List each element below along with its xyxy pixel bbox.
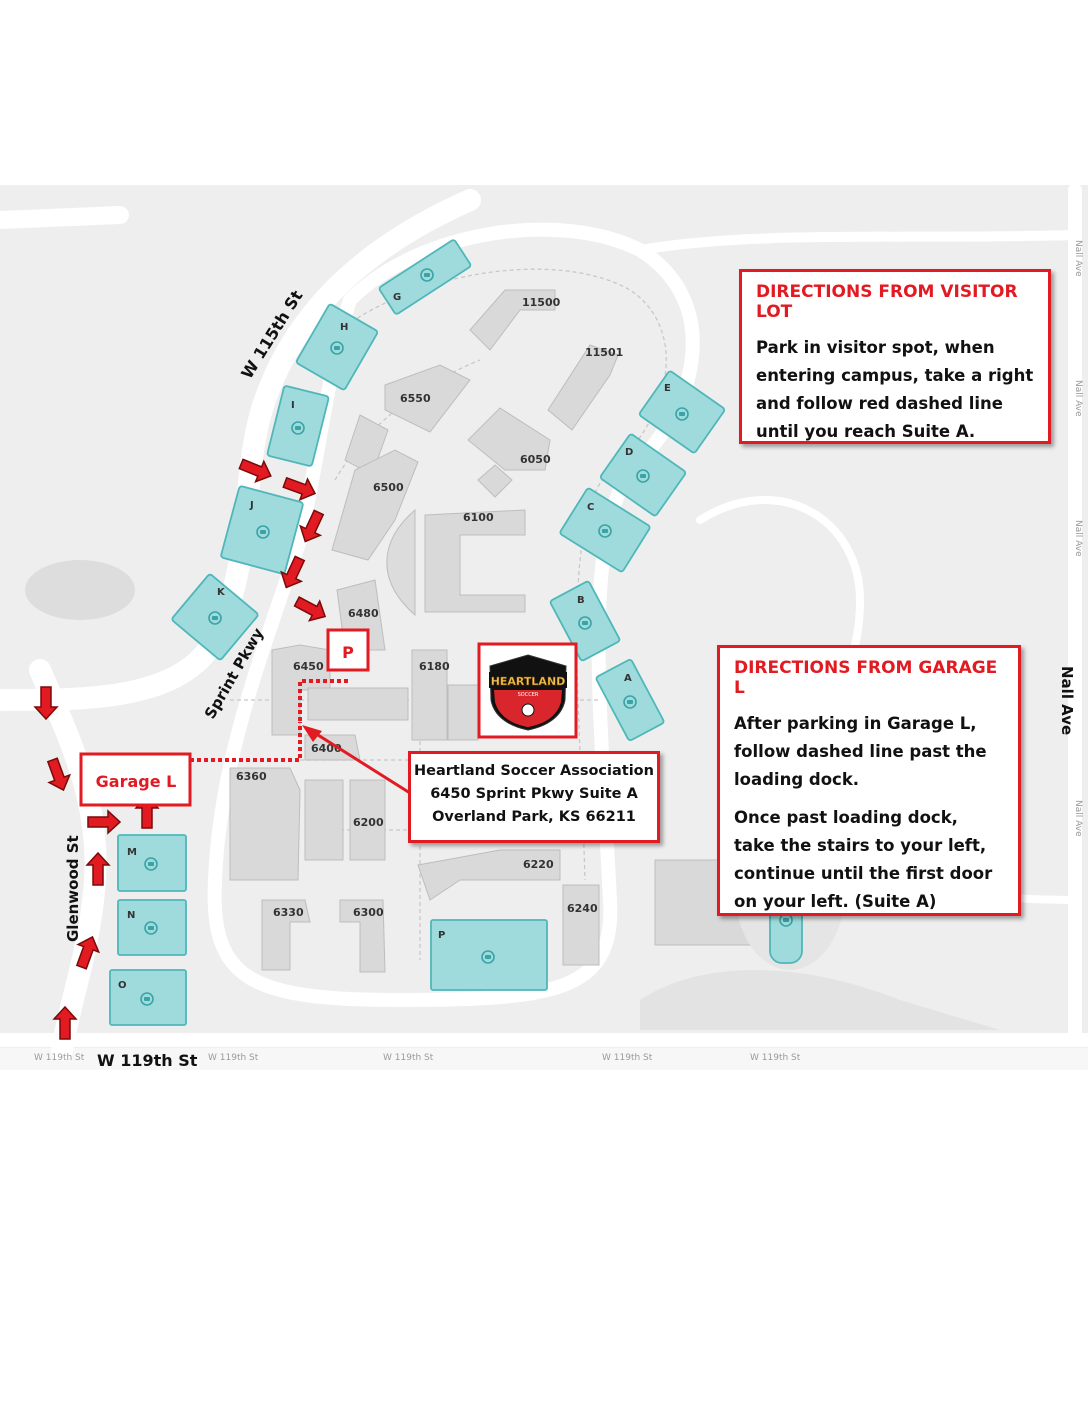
road-label-w119th: W 119th St [97, 1051, 198, 1070]
lot-label-j: J [249, 500, 254, 511]
garage-directions-title: DIRECTIONS FROM GARAGE L [734, 658, 998, 698]
small-road-label-w119-5: W 119th St [750, 1053, 801, 1063]
building-6200 [349, 779, 386, 861]
lot-label-o: O [118, 980, 127, 991]
building-6300 [339, 899, 386, 973]
garage-directions-box: DIRECTIONS FROM GARAGE L After parking i… [717, 645, 1021, 916]
lot-label-e: E [664, 383, 671, 394]
logo-text: HEARTLAND [491, 675, 566, 688]
building-label-6330: 6330 [273, 906, 304, 919]
building-label-6220: 6220 [523, 858, 554, 871]
visitor-parking-label: P [342, 643, 354, 662]
building-6100 [424, 509, 526, 613]
small-road-label-w119-4: W 119th St [602, 1053, 653, 1063]
address-line-2: 6450 Sprint Pkwy Suite A [430, 786, 638, 802]
small-road-label-w119-1: W 119th St [34, 1053, 85, 1063]
lot-label-m: M [127, 847, 137, 858]
small-road-label-nall-3: Nall Ave [1073, 520, 1083, 557]
road-label-glenwood: Glenwood St [64, 835, 82, 942]
building-label-6360: 6360 [236, 770, 267, 783]
visitor-parking-marker: P [326, 628, 370, 672]
small-road-label-nall-2: Nall Ave [1073, 380, 1083, 417]
lot-label-g: G [393, 292, 401, 303]
small-road-label-w119-3: W 119th St [383, 1053, 434, 1063]
building-label-6180: 6180 [419, 660, 450, 673]
visitor-directions-title: DIRECTIONS FROM VISITOR LOT [756, 282, 1018, 322]
address-line-1: Heartland Soccer Association [414, 763, 654, 779]
building-label-6500: 6500 [373, 481, 404, 494]
building-6360 [229, 767, 301, 881]
garage-directions-text-2: Once past loading dock, take the stairs … [734, 808, 993, 911]
building-label-6240: 6240 [567, 902, 598, 915]
lot-label-n: N [127, 910, 135, 921]
building-6550 [384, 364, 471, 433]
soccer-ball-icon [521, 703, 535, 717]
w115th-road [0, 206, 129, 229]
building-6050 [467, 407, 551, 471]
building-6220 [417, 849, 561, 901]
lot-label-d: D [625, 447, 633, 458]
address-line-3: Overland Park, KS 66211 [432, 809, 636, 825]
garage-l-marker: Garage L [79, 752, 192, 807]
address-pointer-arrowhead [302, 725, 322, 742]
building-label-6450: 6450 [293, 660, 324, 673]
walking-route [190, 679, 348, 762]
lot-label-h: H [340, 322, 348, 333]
visitor-route-line [298, 679, 348, 722]
building-label-6300: 6300 [353, 906, 384, 919]
address-pointer-line [309, 728, 411, 795]
building-label-6480: 6480 [348, 607, 379, 620]
building-label-6550: 6550 [400, 392, 431, 405]
lot-label-b: B [577, 595, 585, 606]
garage-l-label: Garage L [96, 772, 177, 791]
building-11500 [469, 289, 556, 351]
visitor-directions-box: DIRECTIONS FROM VISITOR LOT Park in visi… [739, 269, 1051, 444]
building-label-6200: 6200 [353, 816, 384, 829]
building-6180 [411, 649, 448, 741]
lot-label-k: K [217, 587, 226, 598]
small-road-label-nall-4: Nall Ave [1073, 800, 1083, 837]
address-box: Heartland Soccer Association 6450 Sprint… [408, 751, 660, 843]
building-label-11500: 11500 [522, 296, 561, 309]
garage-route-line [190, 722, 302, 762]
lot-label-p: P [438, 930, 445, 941]
building-label-11501: 11501 [585, 346, 623, 359]
building-6500 [331, 449, 419, 561]
small-road-label-w119-2: W 119th St [208, 1053, 259, 1063]
building-6330 [261, 899, 311, 971]
lot-label-i: I [291, 400, 295, 411]
heartland-logo: HEARTLAND SOCCER [477, 642, 578, 739]
building-label-6100: 6100 [463, 511, 494, 524]
road-label-nall: Nall Ave [1058, 666, 1076, 735]
campus-loop [207, 222, 700, 1008]
small-road-label-nall-1: Nall Ave [1073, 240, 1083, 277]
building-label-6050: 6050 [520, 453, 551, 466]
building-6240 [562, 884, 600, 966]
visitor-directions-text: Park in visitor spot, when entering camp… [756, 338, 1034, 441]
logo-subtext: SOCCER [518, 692, 539, 698]
lot-label-c: C [587, 502, 594, 513]
building-11501 [547, 344, 619, 431]
garage-directions-text-1: After parking in Garage L, follow dashed… [734, 714, 987, 789]
lot-label-a: A [624, 673, 632, 684]
